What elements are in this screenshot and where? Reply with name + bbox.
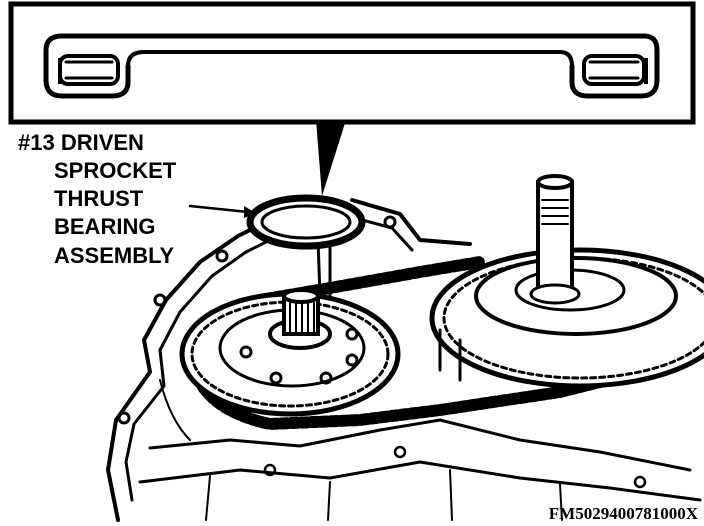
thrust-bearing-ring [246, 194, 366, 250]
callout-line-1: #13 DRIVEN [18, 130, 144, 155]
callout-leader-arrow [188, 204, 256, 218]
bearing-cross-section-inset [8, 1, 696, 125]
callout-line-3: THRUST [54, 186, 144, 211]
part-callout-label: #13 DRIVEN SPROCKET THRUST BEARING ASSEM… [18, 130, 177, 268]
callout-line-2: SPROCKET [54, 158, 177, 183]
driven-sprocket [179, 288, 401, 417]
callout-line-4: BEARING [54, 214, 155, 239]
detail-pointer-wedge [316, 120, 346, 196]
drive-sprocket [429, 174, 704, 389]
right-roller [582, 54, 648, 86]
left-roller [58, 54, 120, 86]
installation-guide-line [316, 238, 332, 298]
callout-line-5: ASSEMBLY [54, 243, 175, 268]
figure-code: FM5029400781000X [549, 504, 699, 523]
